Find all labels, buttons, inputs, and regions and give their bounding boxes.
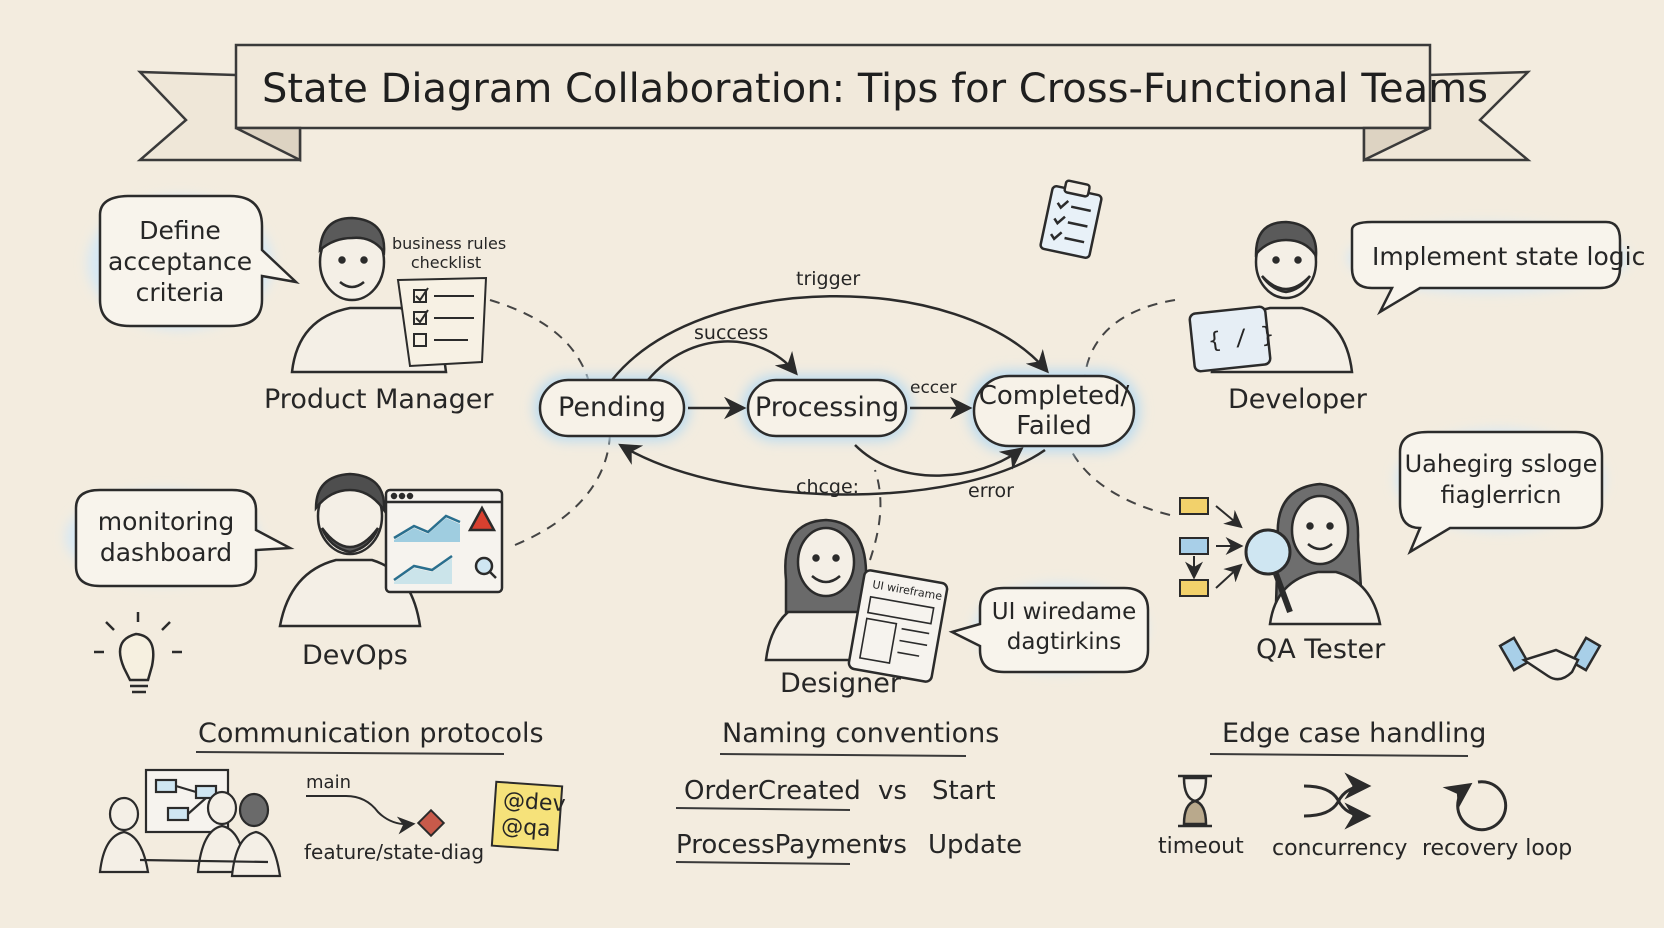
edge-case-timeout: timeout bbox=[1158, 834, 1244, 859]
section-underlines bbox=[195, 751, 1469, 865]
designer-figure bbox=[764, 518, 888, 662]
magnifier-small-icon bbox=[474, 556, 494, 576]
role-label-product-manager: Product Manager bbox=[264, 384, 494, 415]
bubble-product-manager bbox=[98, 194, 300, 328]
section-heading-communication: Communication protocols bbox=[198, 718, 544, 749]
section-heading-naming: Naming conventions bbox=[722, 718, 1000, 749]
bubble-devops bbox=[74, 488, 295, 588]
state-nodes bbox=[538, 374, 1136, 448]
edge-change bbox=[618, 443, 1046, 496]
page-title: State Diagram Collaboration: Tips for Cr… bbox=[262, 66, 1488, 112]
speech-bubbles bbox=[74, 194, 1622, 674]
qa-flow-boxes bbox=[1179, 497, 1244, 597]
checklist-note: business rules checklist bbox=[392, 234, 507, 272]
node-line: Failed bbox=[1016, 411, 1092, 441]
bubble-line: Define bbox=[139, 216, 221, 245]
naming-vs-1: vs bbox=[878, 776, 907, 806]
note-line: business rules bbox=[392, 234, 507, 253]
bubble-line: Uahegirg ssloɡe bbox=[1404, 450, 1598, 478]
meeting-whiteboard-icon bbox=[98, 768, 282, 878]
role-label-devops: DevOps bbox=[302, 640, 408, 671]
magnifier-icon bbox=[1244, 528, 1293, 614]
sticky-note-icon bbox=[490, 780, 564, 852]
hourglass-icon bbox=[1178, 774, 1212, 828]
role-label-qa-tester: QA Tester bbox=[1256, 634, 1386, 665]
edge-trigger bbox=[611, 295, 1049, 381]
edge-case-recovery-loop: recovery loop bbox=[1422, 836, 1573, 861]
banner-fold-left bbox=[235, 126, 302, 163]
bubble-line: monitoring bbox=[97, 507, 235, 536]
bubble-line: criteria bbox=[135, 278, 225, 307]
shuffle-icon bbox=[1303, 772, 1372, 830]
naming-bad-1: Start bbox=[932, 776, 996, 806]
naming-vs-2: vs bbox=[878, 830, 907, 860]
dashboard-screen-icon bbox=[384, 488, 504, 594]
wireframe-tablet-icon bbox=[847, 569, 949, 683]
handshake-icon bbox=[1498, 636, 1602, 681]
bubble-developer-text: Implement state logic bbox=[1372, 242, 1646, 271]
lightbulb-icon bbox=[94, 612, 182, 694]
bubble-devops-text: monitoring dashboard bbox=[84, 506, 248, 568]
title-banner bbox=[136, 43, 1532, 163]
connector-developer bbox=[1084, 299, 1176, 376]
bubble-designer bbox=[948, 586, 1150, 674]
alert-icon bbox=[467, 505, 497, 532]
banner-fold-right bbox=[1362, 126, 1431, 162]
state-processing bbox=[746, 378, 908, 438]
state-completed-failed-label: Completed/ Failed bbox=[974, 381, 1134, 441]
checklist-scroll-icon bbox=[396, 276, 488, 368]
edge-error bbox=[854, 444, 1024, 477]
bubble-developer bbox=[1350, 220, 1622, 316]
state-processing-label: Processing bbox=[754, 392, 900, 423]
mention-qa: @qa bbox=[500, 813, 552, 843]
bubble-product-manager-text: Define acceptance criteria bbox=[108, 215, 252, 308]
bubble-line: UI wiredame bbox=[991, 599, 1137, 625]
edge-case-concurrency: concurrency bbox=[1272, 836, 1408, 861]
bubble-qa-tester-text: Uahegirg ssloɡe fiaglerricn bbox=[1404, 449, 1598, 511]
role-label-designer: Designer bbox=[780, 668, 901, 699]
connector-devops bbox=[514, 429, 611, 546]
edge-label-error: error bbox=[968, 480, 1014, 502]
node-line: Completed/ bbox=[978, 381, 1130, 411]
edge-label-success: success bbox=[694, 322, 769, 344]
state-completed-failed bbox=[972, 374, 1136, 448]
edge-success bbox=[647, 340, 798, 381]
edge-label-error-top: eccer bbox=[910, 378, 957, 398]
loop-icon bbox=[1442, 780, 1508, 832]
edge-label-trigger: trigger bbox=[796, 268, 861, 290]
branch-main-label: main bbox=[306, 772, 351, 793]
connector-product-manager bbox=[489, 299, 591, 386]
bubble-line: fiaglerricn bbox=[1440, 481, 1562, 509]
state-pending-label: Pending bbox=[558, 392, 666, 423]
bubble-line: dashboard bbox=[99, 538, 233, 567]
bubble-line: acceptance bbox=[108, 247, 253, 276]
bubble-designer-text: UI wiredame dagtirkins bbox=[988, 597, 1140, 657]
bubble-line: dagtirkins bbox=[1006, 629, 1122, 655]
section-heading-edge-cases: Edge case handling bbox=[1222, 718, 1487, 749]
naming-good-2: ProcessPayment bbox=[676, 830, 889, 860]
role-connectors bbox=[489, 299, 1176, 561]
qa-tester-figure bbox=[1268, 482, 1382, 626]
naming-bad-2: Update bbox=[928, 830, 1023, 860]
clipboard-icon bbox=[1039, 179, 1103, 260]
connector-qa bbox=[1064, 434, 1171, 516]
connector-designer bbox=[869, 469, 882, 561]
code-tablet-icon bbox=[1188, 305, 1272, 373]
edge-label-change: chcge: bbox=[796, 476, 860, 498]
bubble-qa-tester bbox=[1398, 430, 1604, 556]
role-label-developer: Developer bbox=[1228, 384, 1367, 415]
git-branch-diagram bbox=[306, 795, 446, 838]
transitions bbox=[611, 295, 1049, 496]
branch-feature-label: feature/state-diag bbox=[304, 840, 485, 864]
naming-good-1: OrderCreated bbox=[684, 776, 861, 806]
note-line: checklist bbox=[410, 253, 482, 272]
sticky-note-mentions: @dev @qa bbox=[500, 788, 566, 844]
